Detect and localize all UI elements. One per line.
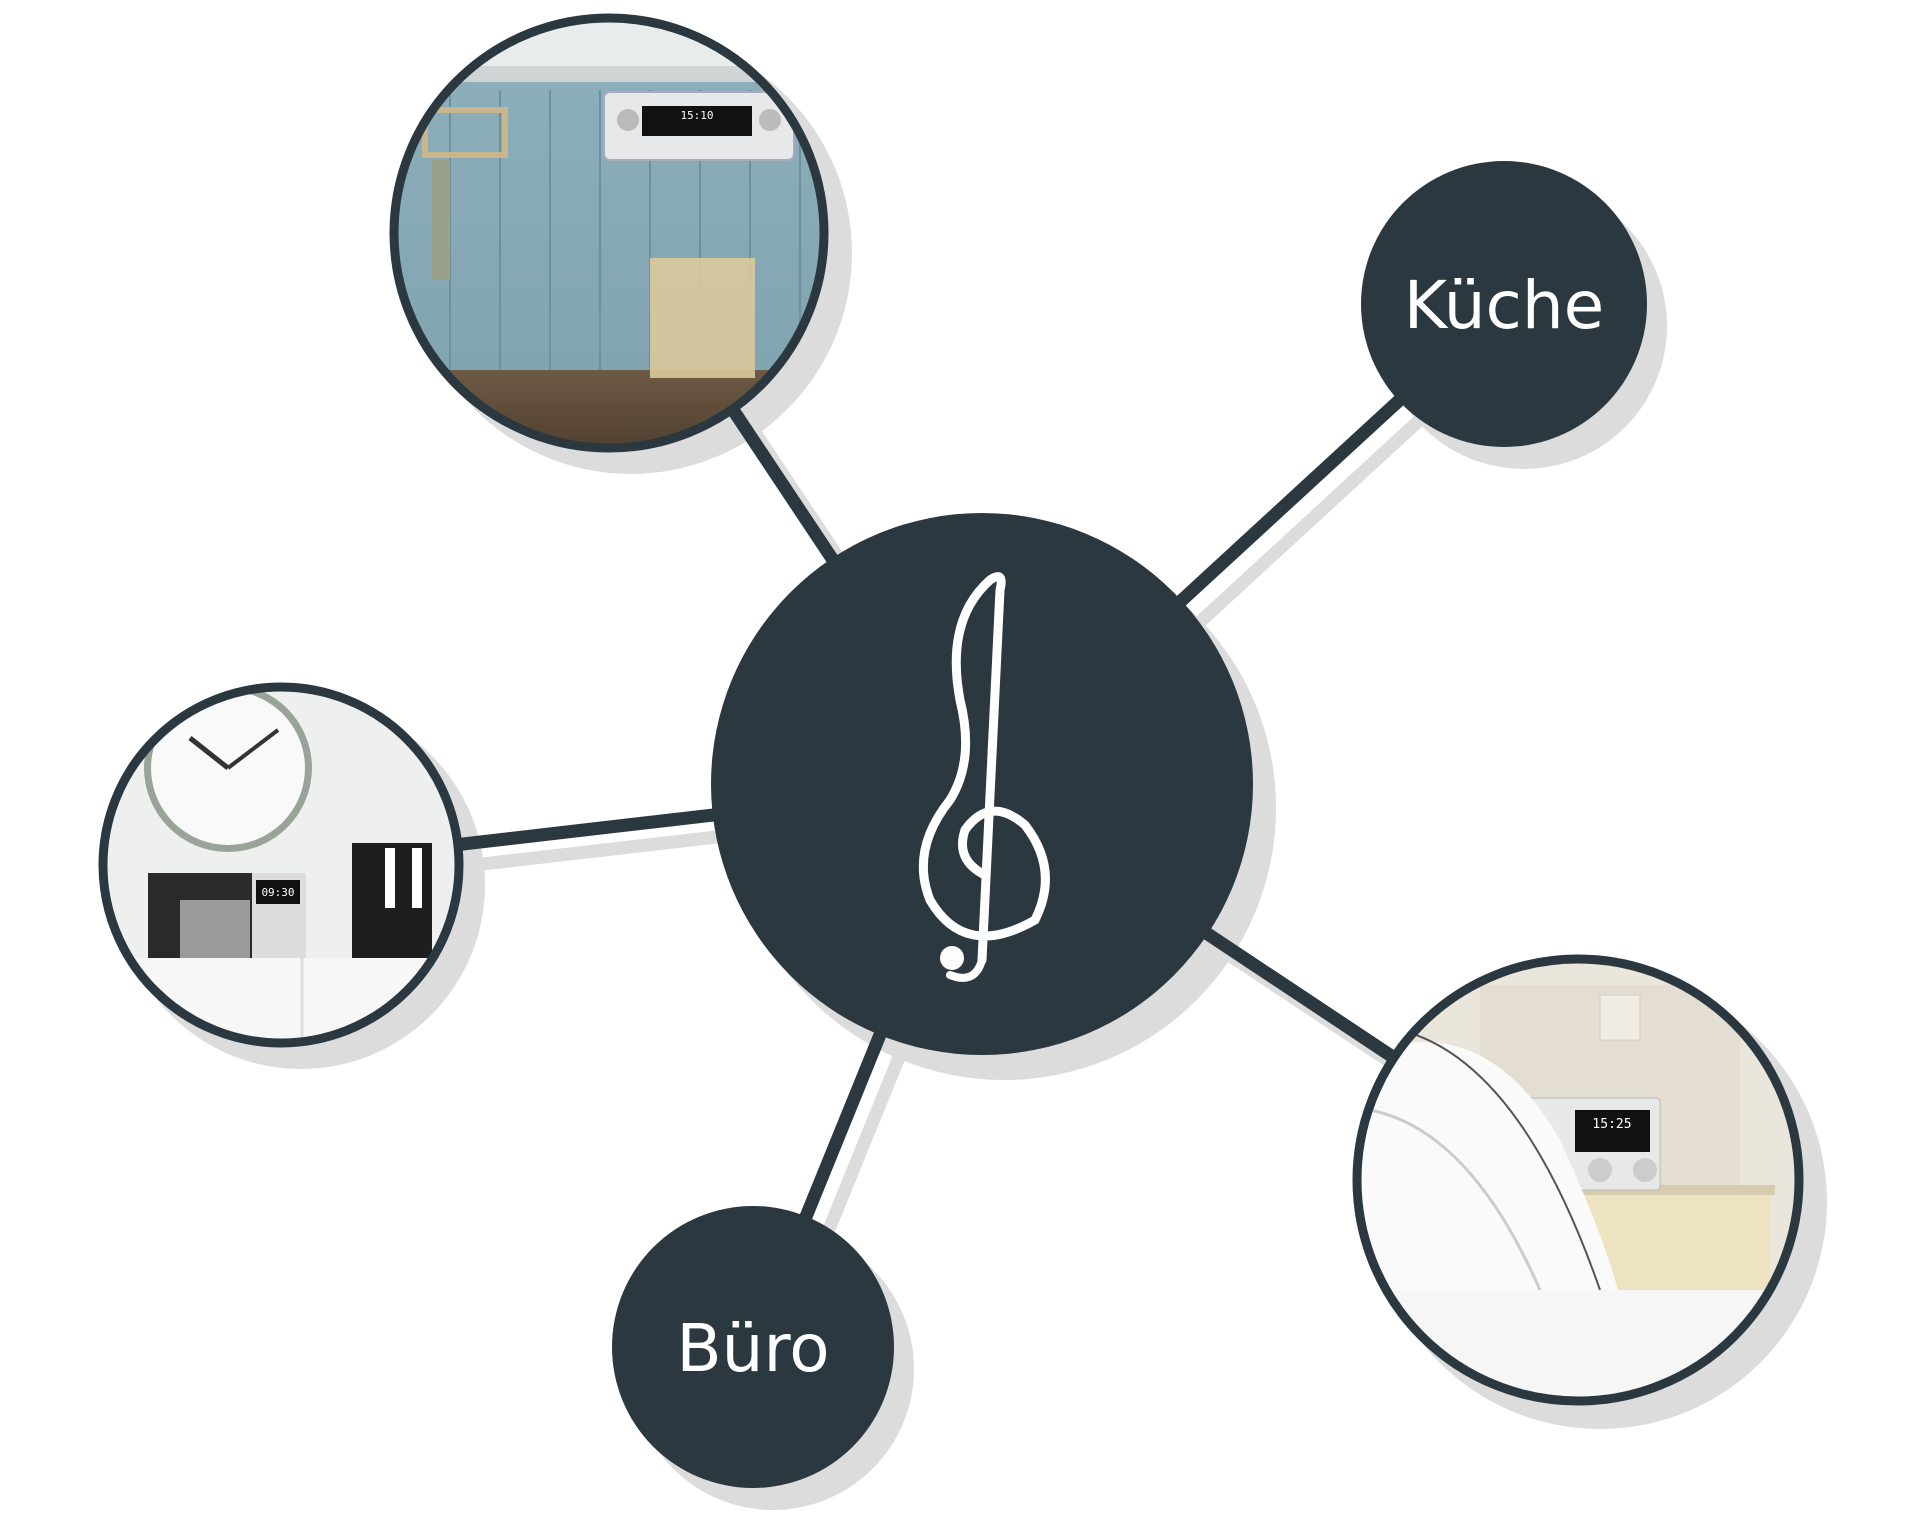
bedroom-photo-node: 15:25	[1352, 954, 1804, 1406]
office-radio-time: 09:30	[261, 886, 294, 899]
kueche-node[interactable]: Küche	[1361, 161, 1647, 447]
kitchen-radio: 15:10	[603, 91, 795, 161]
office-photo-node: 09:30	[98, 682, 464, 1048]
buero-label: Büro	[676, 1310, 829, 1387]
wall-clock	[144, 689, 312, 852]
kitchen-radio-time: 15:10	[680, 109, 713, 122]
kitchen-photo-node: 15:10	[389, 13, 829, 453]
kueche-label: Küche	[1404, 267, 1605, 344]
center-node	[711, 513, 1253, 1055]
bedroom-radio-time: 15:25	[1592, 1117, 1631, 1132]
buero-node[interactable]: Büro	[612, 1206, 894, 1488]
treble-clef-icon	[918, 572, 1050, 982]
